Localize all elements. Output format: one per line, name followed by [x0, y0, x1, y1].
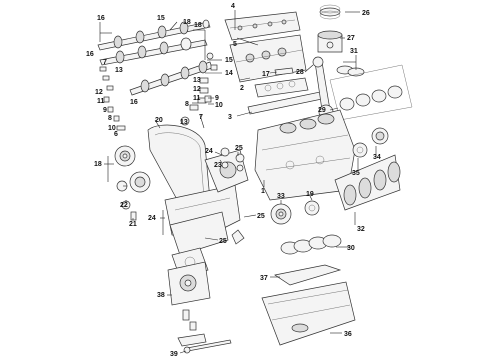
callout-3: 3: [228, 114, 232, 121]
rear-main-seal: [371, 127, 389, 145]
callout-23: 23: [214, 162, 222, 169]
callout-25-lower: 25: [219, 238, 227, 245]
main-bearing-set: [329, 64, 413, 121]
callout-27: 27: [347, 35, 355, 42]
callout-9-b: 9: [215, 95, 219, 102]
callout-13-c: 13: [180, 119, 188, 126]
valve-cover: [224, 11, 301, 41]
callout-32: 32: [357, 226, 365, 233]
oil-strainer: [177, 309, 207, 347]
crank-gear: [304, 200, 320, 216]
callout-25-right: 25: [257, 213, 265, 220]
crankshaft: [334, 154, 401, 211]
callout-19: 19: [306, 191, 314, 198]
oil-pump: [167, 261, 211, 306]
camshaft-middle: [99, 37, 208, 66]
callout-38: 38: [157, 292, 165, 299]
callout-12-b: 12: [193, 86, 201, 93]
callout-7-b: 7: [199, 114, 203, 121]
callout-20: 20: [155, 117, 163, 124]
callout-39: 39: [170, 351, 178, 358]
lower-timing-cover: [169, 211, 229, 256]
callout-labels: 16 15 18 18 16 7 13 12 11 9 8 10 6 16 4 …: [86, 3, 381, 358]
callout-9-a: 9: [103, 107, 107, 114]
oil-pan: [261, 281, 356, 346]
callout-2: 2: [240, 85, 244, 92]
pan-baffle: [274, 264, 342, 286]
tensioner: [116, 180, 131, 210]
rod-bearings: [336, 65, 365, 77]
callout-17: 17: [262, 71, 270, 78]
callout-36: 36: [344, 331, 352, 338]
callout-6: 6: [114, 131, 118, 138]
callout-15-top: 15: [157, 15, 165, 22]
callout-16-low: 16: [130, 99, 138, 106]
callout-7-a: 7: [103, 59, 107, 66]
callout-18-top-a: 18: [183, 19, 191, 26]
callout-16-top: 16: [97, 15, 105, 22]
callout-18-left: 18: [94, 161, 102, 168]
crank-pulley: [270, 203, 292, 225]
callout-37: 37: [260, 275, 268, 282]
dipstick: [183, 339, 232, 354]
callout-33: 33: [277, 193, 285, 200]
callout-14: 14: [225, 70, 233, 77]
cam-gear: [114, 145, 136, 167]
callout-22: 22: [120, 202, 128, 209]
callout-24-left: 24: [148, 215, 156, 222]
callout-8-a: 8: [108, 115, 112, 122]
callout-25-top: 25: [235, 145, 243, 152]
callout-21: 21: [129, 221, 137, 228]
callout-28: 28: [296, 69, 304, 76]
camshaft-upper: [97, 19, 211, 51]
callout-18-top-b: 18: [194, 22, 202, 29]
callout-31: 31: [350, 48, 358, 55]
callout-12-a: 12: [95, 89, 103, 96]
callout-1: 1: [261, 188, 265, 195]
idler-pulleys: [220, 147, 245, 172]
engine-block: [254, 109, 356, 201]
seal-retainer: [352, 142, 368, 158]
callout-4: 4: [231, 3, 235, 10]
connecting-rod: [312, 56, 334, 120]
callout-13-a: 13: [115, 67, 123, 74]
callout-13-b: 13: [193, 77, 201, 84]
callout-24-top: 24: [205, 148, 213, 155]
callout-8-b: 8: [185, 101, 189, 108]
piston-rings: [319, 4, 341, 20]
bolt: [130, 211, 137, 221]
head-gasket: [254, 77, 309, 98]
dipstick-tube: [274, 67, 294, 76]
callout-lines: [99, 10, 377, 354]
cam-gear-lower: [129, 171, 151, 193]
callout-10-b: 10: [215, 102, 223, 109]
callout-15: 15: [225, 57, 233, 64]
callout-10-a: 10: [108, 125, 116, 132]
callout-11-b: 11: [193, 95, 201, 102]
callout-30: 30: [347, 245, 355, 252]
callout-29: 29: [318, 107, 326, 114]
callout-5: 5: [233, 41, 237, 48]
callout-11-a: 11: [97, 98, 105, 105]
piston: [317, 30, 343, 53]
rear-bearing-shells: [280, 234, 342, 255]
callout-16-mid: 16: [86, 51, 94, 58]
callout-34: 34: [373, 154, 381, 161]
sensor: [231, 229, 245, 245]
callout-26: 26: [362, 10, 370, 17]
callout-35: 35: [352, 170, 360, 177]
camshaft-group: [97, 19, 218, 140]
